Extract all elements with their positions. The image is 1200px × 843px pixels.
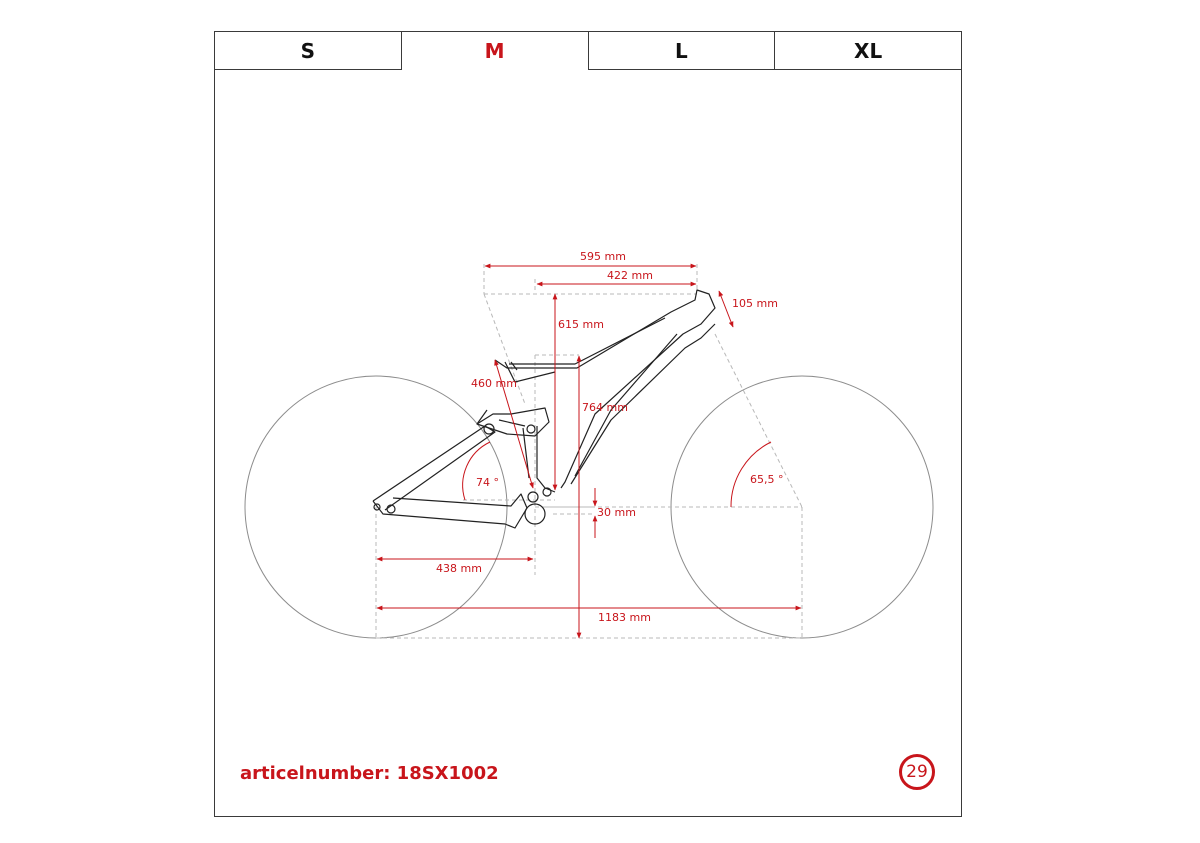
tab-size-xl[interactable]: XL [775, 32, 961, 70]
bike-geometry-diagram: 595 mm 422 mm 105 mm 615 mm 460 mm 764 m… [244, 250, 934, 639]
dimension-lines [376, 263, 802, 639]
label-head-angle: 65,5 ° [750, 473, 784, 486]
wheel-size-badge: 29 [899, 754, 935, 790]
size-tabs: S M L XL [215, 32, 961, 70]
label-bb-drop: 30 mm [597, 506, 636, 519]
label-chainstay: 438 mm [436, 562, 482, 575]
label-reach-top: 595 mm [580, 250, 626, 263]
dimension-labels: 595 mm 422 mm 105 mm 615 mm 460 mm 764 m… [436, 250, 784, 624]
label-seat-tube: 460 mm [471, 377, 517, 390]
article-number: articelnumber: 18SX1002 [240, 763, 499, 784]
geometry-panel: S M L XL [214, 31, 962, 817]
label-stack: 764 mm [582, 401, 628, 414]
label-head-tube: 105 mm [732, 297, 778, 310]
tab-size-l[interactable]: L [588, 32, 776, 70]
label-seat-angle: 74 ° [476, 476, 499, 489]
label-seat-tube-top: 615 mm [558, 318, 604, 331]
guide-lines [375, 264, 803, 639]
label-top-tube: 422 mm [607, 269, 653, 282]
label-wheelbase: 1183 mm [598, 611, 651, 624]
tab-size-s[interactable]: S [215, 32, 402, 70]
bike-frame [372, 289, 716, 529]
tab-size-m[interactable]: M [402, 32, 589, 70]
